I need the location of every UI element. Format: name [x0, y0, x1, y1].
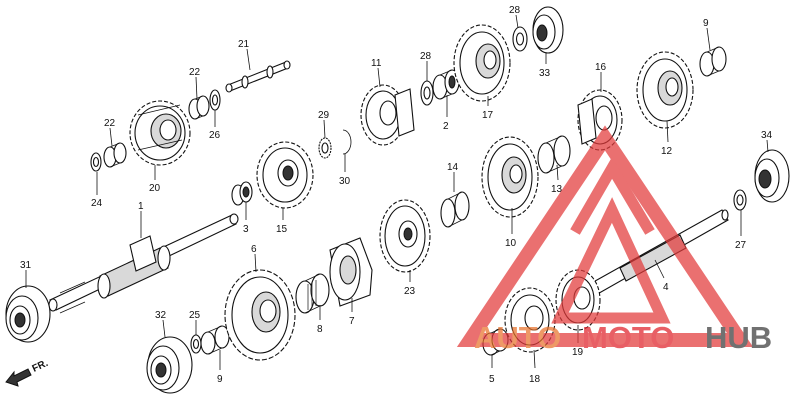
part-12-gear — [636, 51, 694, 129]
callout-31: 31 — [20, 260, 32, 271]
callout-20: 20 — [149, 183, 161, 194]
callout-23: 23 — [404, 286, 416, 297]
callout-7: 7 — [349, 316, 355, 327]
callout-17: 17 — [482, 110, 494, 121]
part-26-washer — [209, 89, 221, 111]
callout-9-upper: 9 — [703, 18, 709, 29]
callout-14: 14 — [447, 162, 459, 173]
callout-4: 4 — [663, 282, 669, 293]
callout-6: 6 — [251, 244, 257, 255]
callout-18: 18 — [529, 374, 541, 385]
callout-9-lower: 9 — [217, 374, 223, 385]
part-7-gear-bushing — [329, 237, 373, 307]
part-9-bearing-lower — [200, 325, 230, 355]
part-13-bushing — [537, 135, 571, 174]
callout-16: 16 — [595, 62, 607, 73]
part-22-collar-upper — [188, 95, 210, 120]
part-33-bearing — [532, 6, 564, 54]
part-3-bushing — [231, 181, 253, 206]
part-30-circlip — [342, 129, 352, 155]
part-15-gear — [256, 141, 314, 209]
part-32-bearing — [146, 336, 193, 394]
callout-2: 2 — [443, 121, 449, 132]
callout-19: 19 — [572, 347, 584, 358]
callout-8: 8 — [317, 324, 323, 335]
part-22-collar-lower — [103, 142, 127, 168]
part-24-washer — [90, 152, 102, 172]
front-direction-indicator: FR. — [5, 358, 50, 387]
part-20-gear — [129, 100, 191, 166]
callout-27: 27 — [735, 240, 747, 251]
part-31-bearing — [5, 285, 51, 343]
callout-30: 30 — [339, 176, 351, 187]
part-29-washer — [318, 137, 332, 159]
part-28-washer-upper — [420, 80, 434, 106]
callout-33: 33 — [539, 68, 551, 79]
callout-3: 3 — [243, 224, 249, 235]
part-9-bearing-upper — [699, 46, 727, 77]
watermark-text-moto: MOTO — [582, 320, 674, 355]
part-17-gear — [453, 24, 511, 102]
part-23-gear — [379, 199, 431, 273]
watermark-logo-icon — [456, 125, 754, 347]
part-8-needle-bearing — [295, 273, 330, 314]
part-1-mainshaft — [48, 213, 239, 314]
callout-11: 11 — [371, 58, 382, 69]
callout-22-upper: 22 — [189, 67, 201, 78]
part-27-washer — [733, 189, 747, 211]
callout-13: 13 — [551, 184, 563, 195]
callout-34: 34 — [761, 130, 773, 141]
callout-10: 10 — [505, 238, 517, 249]
part-34-bearing — [754, 149, 790, 203]
callout-21: 21 — [238, 39, 250, 50]
callout-12: 12 — [661, 146, 673, 157]
front-direction-label: FR. — [31, 358, 50, 375]
part-14-bushing — [440, 191, 470, 228]
callout-labels: 21 22 26 22 24 20 1 3 15 31 32 25 9 6 8 … — [20, 5, 773, 385]
callout-28-top: 28 — [509, 5, 521, 16]
part-11-gear — [360, 84, 415, 146]
part-10-gear — [481, 136, 539, 218]
watermark-text-auto: AUTO — [474, 320, 561, 355]
callout-1: 1 — [138, 201, 144, 212]
watermark: AUTO MOTO HUB — [456, 125, 772, 355]
callout-24: 24 — [91, 198, 103, 209]
callout-25: 25 — [189, 310, 201, 321]
callout-22-lower: 22 — [104, 118, 116, 129]
front-arrow-icon — [5, 368, 32, 387]
callout-26: 26 — [209, 130, 221, 141]
part-28-washer-top — [512, 26, 528, 52]
callout-15: 15 — [276, 224, 288, 235]
part-21-shaft — [225, 60, 291, 93]
callout-29: 29 — [318, 110, 330, 121]
part-6-gear — [224, 269, 296, 361]
callout-28-mid: 28 — [420, 51, 432, 62]
watermark-text-hub: HUB — [705, 320, 772, 355]
callout-5: 5 — [489, 374, 495, 385]
callout-32: 32 — [155, 310, 167, 321]
part-25-washer — [190, 334, 202, 354]
